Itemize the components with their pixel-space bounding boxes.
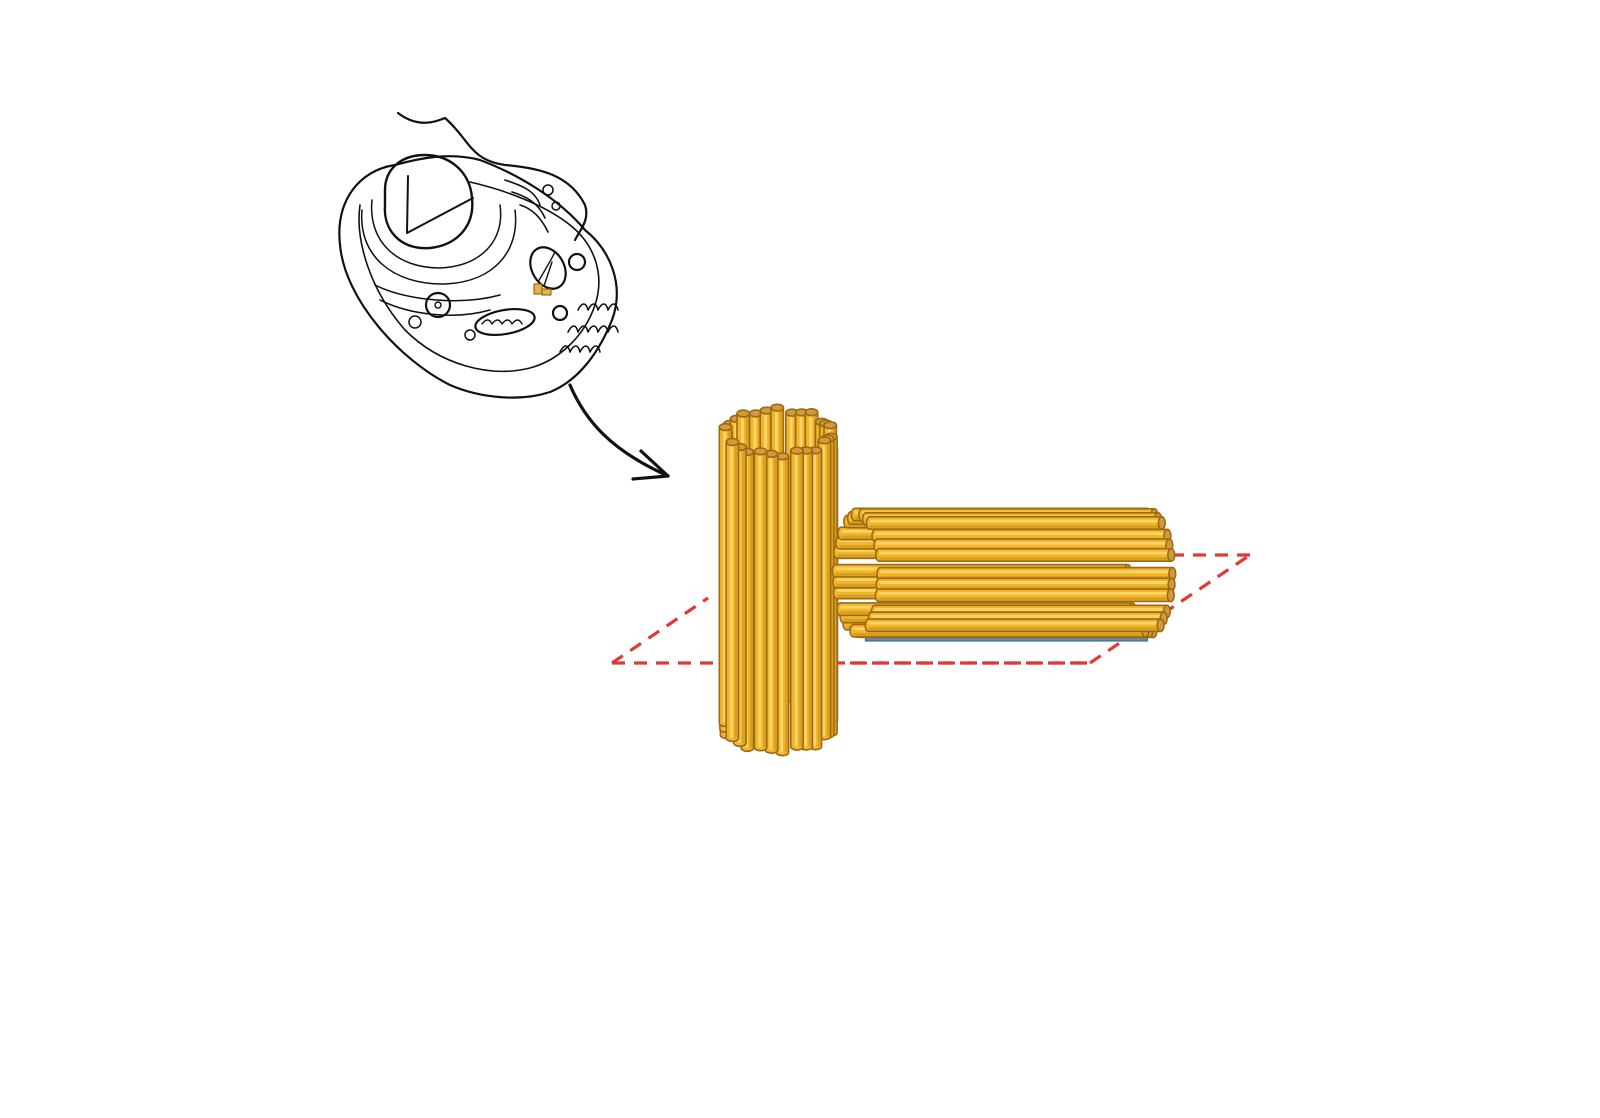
microtubule-triplet	[753, 447, 790, 757]
curved-arrow-icon	[568, 383, 670, 481]
microtubule	[865, 516, 1166, 531]
microtubule	[764, 449, 779, 755]
microtubule	[725, 437, 740, 743]
cell-membrane	[338, 155, 618, 399]
microtubule-triplet	[817, 432, 839, 741]
microtubule-triplet	[871, 528, 1176, 562]
vesicle	[567, 252, 587, 272]
mitochondrion	[474, 307, 536, 337]
microtubule-triplet	[858, 507, 1166, 531]
microtubule	[874, 588, 1175, 603]
vesicle	[551, 304, 569, 322]
mitochondrion	[529, 246, 567, 290]
microtubule	[753, 447, 768, 752]
vesicle	[424, 291, 452, 319]
cell-tail	[396, 111, 588, 242]
vesicle	[408, 315, 422, 329]
microvilli	[577, 303, 619, 311]
microtubule-triplet	[725, 437, 755, 753]
vesicle	[464, 329, 476, 341]
centriole-horizontal	[831, 507, 1177, 642]
microtubule	[789, 446, 804, 751]
microtubule	[775, 452, 790, 757]
microtubule	[875, 547, 1176, 562]
animal-cell-icon	[338, 111, 619, 399]
microtubule-triplet	[789, 446, 823, 751]
centriole-marker	[533, 283, 552, 296]
microtubule	[864, 618, 1165, 633]
microtubule-triplet	[864, 604, 1172, 633]
microtubule-triplet	[874, 566, 1177, 603]
cell-cytoplasm	[358, 181, 600, 373]
nucleus	[383, 153, 474, 250]
centriole-vertical	[718, 403, 839, 757]
nucleus-cut	[406, 175, 474, 234]
